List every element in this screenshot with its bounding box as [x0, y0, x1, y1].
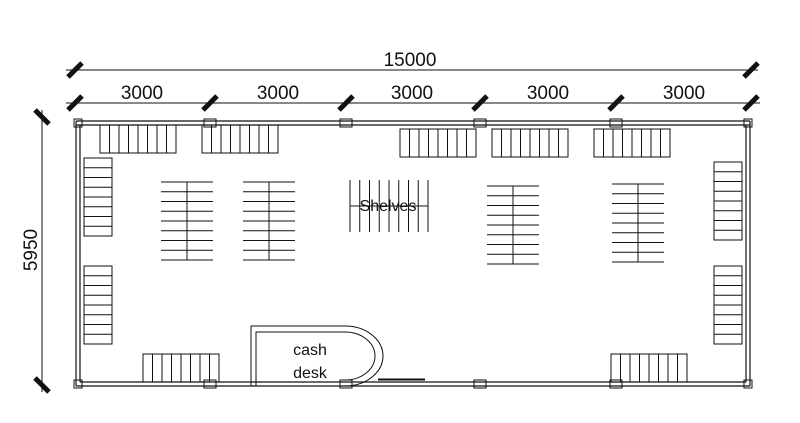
- bay-1-label: 3000: [121, 83, 163, 104]
- cash-desk-label-line2: desk: [293, 365, 328, 382]
- right-rack-2: [713, 265, 743, 345]
- top-rack-5: [593, 128, 671, 158]
- cash-desk-label-line1: cash: [293, 342, 327, 359]
- gondola-5: [612, 183, 664, 263]
- gondola-1: [161, 181, 213, 261]
- bay-3-label: 3000: [391, 83, 433, 104]
- bottom-rack-1: [142, 353, 220, 383]
- gondola-4: [487, 185, 539, 265]
- bay-5-label: 3000: [663, 83, 705, 104]
- top-rack-2: [201, 124, 279, 154]
- overall-width-dimension: 15000: [66, 50, 760, 79]
- bay-dimensions: 3000 3000 3000 3000 3000: [66, 83, 760, 112]
- top-rack-4: [491, 128, 569, 158]
- gondola-2: [243, 181, 295, 261]
- overall-depth-label: 5950: [21, 229, 42, 271]
- bottom-rack-2: [610, 353, 688, 383]
- shelves-label: Shelves: [360, 198, 417, 215]
- right-rack-1: [713, 161, 743, 241]
- left-rack-1: [83, 157, 113, 237]
- top-rack-3: [399, 128, 477, 158]
- building-walls: [75, 120, 751, 387]
- top-rack-1: [99, 124, 177, 154]
- gondola-3: [349, 180, 429, 232]
- left-rack-2: [83, 265, 113, 345]
- shelving-units: [83, 124, 743, 383]
- structural-columns: [73, 118, 753, 389]
- overall-depth-dimension: 5950: [21, 108, 51, 394]
- cash-desk: cash desk: [250, 325, 384, 387]
- bay-4-label: 3000: [527, 83, 569, 104]
- bay-2-label: 3000: [257, 83, 299, 104]
- overall-width-label: 15000: [384, 50, 437, 71]
